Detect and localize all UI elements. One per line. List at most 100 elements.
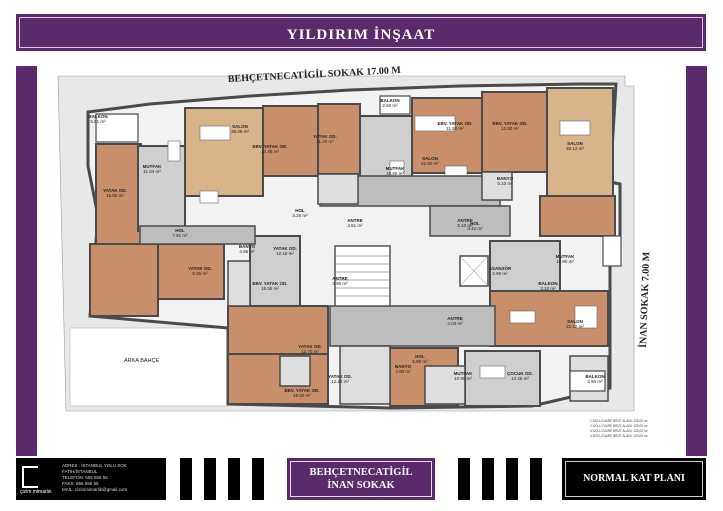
room-name: YATAK OD. <box>273 246 297 251</box>
company-title: YILDIRIM İNŞAAT <box>286 27 436 43</box>
contact-line: ADRES : İSTANBUL YOLU SOK <box>62 463 127 468</box>
room-area: 4.26 m² <box>292 213 308 218</box>
decor-stripe <box>204 458 216 500</box>
room-area: 12.25 m² <box>511 376 529 381</box>
salon-2 <box>546 87 614 197</box>
room-label: EBV. YATAK OD.16.50 m² <box>284 388 320 398</box>
decor-stripe <box>458 458 470 500</box>
room-name: MUTFAK <box>555 254 575 259</box>
room-wood-4 <box>481 91 548 173</box>
room-name: MUTFAK <box>385 166 405 171</box>
room-area: 14.45 m² <box>261 149 279 154</box>
room-area: 5.10 m² <box>457 223 473 228</box>
firm-logo-box: çizim mimarlık ADRES : İSTANBUL YOLU SOK… <box>16 458 166 500</box>
svg-text:3 NOLU DAİRE BRÜT ALANI: 125,0: 3 NOLU DAİRE BRÜT ALANI: 125,00 m² <box>590 428 648 433</box>
room-area: 12.80 m² <box>501 126 519 131</box>
room-area: 7.91 m² <box>172 233 188 238</box>
room-name: BALKON <box>88 114 108 119</box>
room-area: 9.36 m² <box>192 271 208 276</box>
room-area: 2.50 m² <box>382 103 398 108</box>
room-name: YATAK OD. <box>328 374 352 379</box>
room-wood-2 <box>317 103 361 175</box>
street-right-label: İNAN SOKAK 7.00 M <box>637 251 652 348</box>
room-area: 10.90 m² <box>556 259 574 264</box>
svg-text:4 NOLU DAİRE BRÜT ALANI: 120,0: 4 NOLU DAİRE BRÜT ALANI: 120,00 m² <box>590 433 648 438</box>
room-name: BANYO <box>394 364 412 369</box>
room-name: EBV. YATAK OD. <box>492 121 528 126</box>
room-name: SALON <box>567 319 583 324</box>
room-area: 12.18 m² <box>276 251 294 256</box>
room-name: ANTRE <box>332 276 348 281</box>
room-area: 4.51 m² <box>347 223 363 228</box>
room-name: YATAK OD. <box>313 134 337 139</box>
area-table: 1 NOLU DAİRE BRÜT ALANI: 135,00 m² 2 NOL… <box>590 418 648 438</box>
title-banner: YILDIRIM İNŞAAT <box>16 14 706 51</box>
room-label: YATAK OD.9.36 m² <box>182 266 218 276</box>
room-area: 3.42 m² <box>467 226 483 231</box>
room-label: EBV. YATAK OD.16.55 m² <box>252 281 288 291</box>
room-name: SALON <box>567 141 583 146</box>
room-area: 16.50 m² <box>293 393 311 398</box>
room-label: YATAK OD.12.70 m² <box>292 344 328 354</box>
firm-name: çizim mimarlık <box>20 489 52 495</box>
room-area: 15.80 m² <box>106 193 124 198</box>
room-wood-1 <box>262 105 319 177</box>
room-label: YATAK OD.12.18 m² <box>267 246 303 256</box>
decor-stripe <box>482 458 494 500</box>
kitchen-3 <box>489 240 561 292</box>
room-wood-9 <box>227 353 329 405</box>
room-area: 30.12 m² <box>566 146 584 151</box>
street-name-frame: BEHÇETNECATİGİL İNAN SOKAK <box>290 461 432 497</box>
room-name: HOL <box>295 208 305 213</box>
room-name: ÇOCUK OD. <box>507 371 533 376</box>
room-name: ANTRE <box>457 218 473 223</box>
room-area: 16.55 m² <box>261 286 279 291</box>
corridor-right <box>429 205 511 237</box>
room-label: EBV. YATAK OD.14.45 m² <box>252 144 288 154</box>
contact-line: MAİL: cizimmimarlik@gmail.com <box>62 487 128 492</box>
room-wood-11 <box>539 195 616 237</box>
room-area: 11.20 m² <box>316 139 334 144</box>
room-name: SALON <box>232 124 248 129</box>
svg-text:1 NOLU DAİRE BRÜT ALANI: 135,0: 1 NOLU DAİRE BRÜT ALANI: 135,00 m² <box>590 418 648 423</box>
room-area: 21.60 m² <box>421 161 439 166</box>
contact-line: FAKS: 555 555 55 <box>62 481 99 486</box>
room-label: EBV. YATAK OD.12.80 m² <box>492 121 528 131</box>
room-area: 5.01 m² <box>90 119 106 124</box>
room-name: ASANSÖR <box>488 266 512 271</box>
room-label: YATAK OD.15.80 m² <box>97 188 133 198</box>
room-name: BANYO <box>238 244 256 249</box>
room-label: YATAK OD.12.24 m² <box>322 374 358 384</box>
floor-plan: BEHÇETNECATİGİL SOKAK 17.00 M İNAN SOKAK… <box>50 66 674 458</box>
room-label: ÇOCUK OD.12.25 m² <box>502 371 538 381</box>
staircase <box>334 245 391 307</box>
room-label: YATAK OD.11.20 m² <box>307 134 343 144</box>
room-name: EBV. YATAK OD. <box>252 144 288 149</box>
decor-stripe <box>252 458 264 500</box>
room-wood-6 <box>89 243 159 317</box>
firm-logo-icon <box>22 466 38 488</box>
street-name-line: İNAN SOKAK <box>327 480 395 491</box>
core-hall <box>329 305 496 347</box>
room-name: HOL <box>415 354 425 359</box>
room-name: YATAK OD. <box>103 188 127 193</box>
room-name: ANTRE <box>447 316 463 321</box>
room-name: EBV. YATAK OD. <box>252 281 288 286</box>
room-name: MUTFAK <box>142 164 162 169</box>
